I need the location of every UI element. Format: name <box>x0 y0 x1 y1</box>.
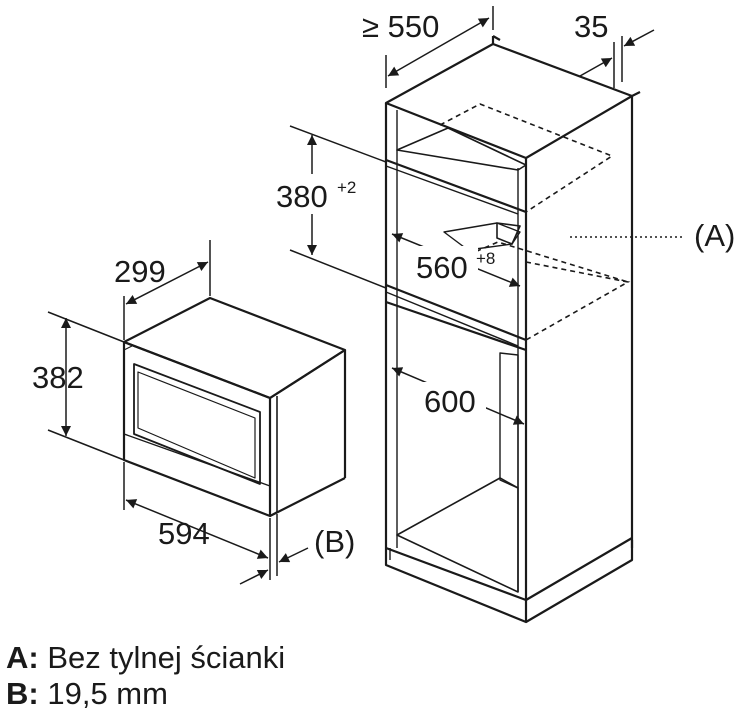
dim-niche-width-tol: +8 <box>476 249 495 268</box>
label-b: (B) <box>314 524 355 559</box>
legend-a-text: Bez tylnej ścianki <box>47 640 286 675</box>
dim-niche-height-tol: +2 <box>337 178 356 197</box>
dim-appliance-width: 594 <box>158 516 210 551</box>
dim-cabinet-gap: 35 <box>574 9 608 44</box>
legend-a: A: Bez tylnej ścianki <box>6 641 285 675</box>
niche-outline <box>439 103 631 341</box>
dim-appliance-height: 382 <box>32 360 84 395</box>
dim-niche-height: 380 <box>276 179 328 214</box>
dim-appliance-depth: 299 <box>114 254 166 289</box>
label-backgrounds <box>274 174 486 420</box>
legend-b-key: B: <box>6 676 39 711</box>
label-a: (A) <box>694 218 735 253</box>
dim-cabinet-depth: ≥ 550 <box>362 9 439 44</box>
legend-a-key: A: <box>6 640 39 675</box>
dim-cabinet-width: 600 <box>424 384 476 419</box>
cabinet-top <box>384 42 634 160</box>
built-in-appliance <box>122 296 347 518</box>
dimension-lines <box>47 6 684 585</box>
tall-cabinet <box>384 35 641 624</box>
appliance-top <box>122 296 347 400</box>
shelf-upper <box>396 127 527 171</box>
appliance-door-window <box>133 363 261 485</box>
dimension-labels: ≥ 550 35 380 +2 560 +8 600 (A) 299 382 5… <box>32 9 735 559</box>
dim-niche-width: 560 <box>416 250 468 285</box>
legend-b: B: 19,5 mm <box>6 677 168 711</box>
legend-b-text: 19,5 mm <box>47 676 168 711</box>
